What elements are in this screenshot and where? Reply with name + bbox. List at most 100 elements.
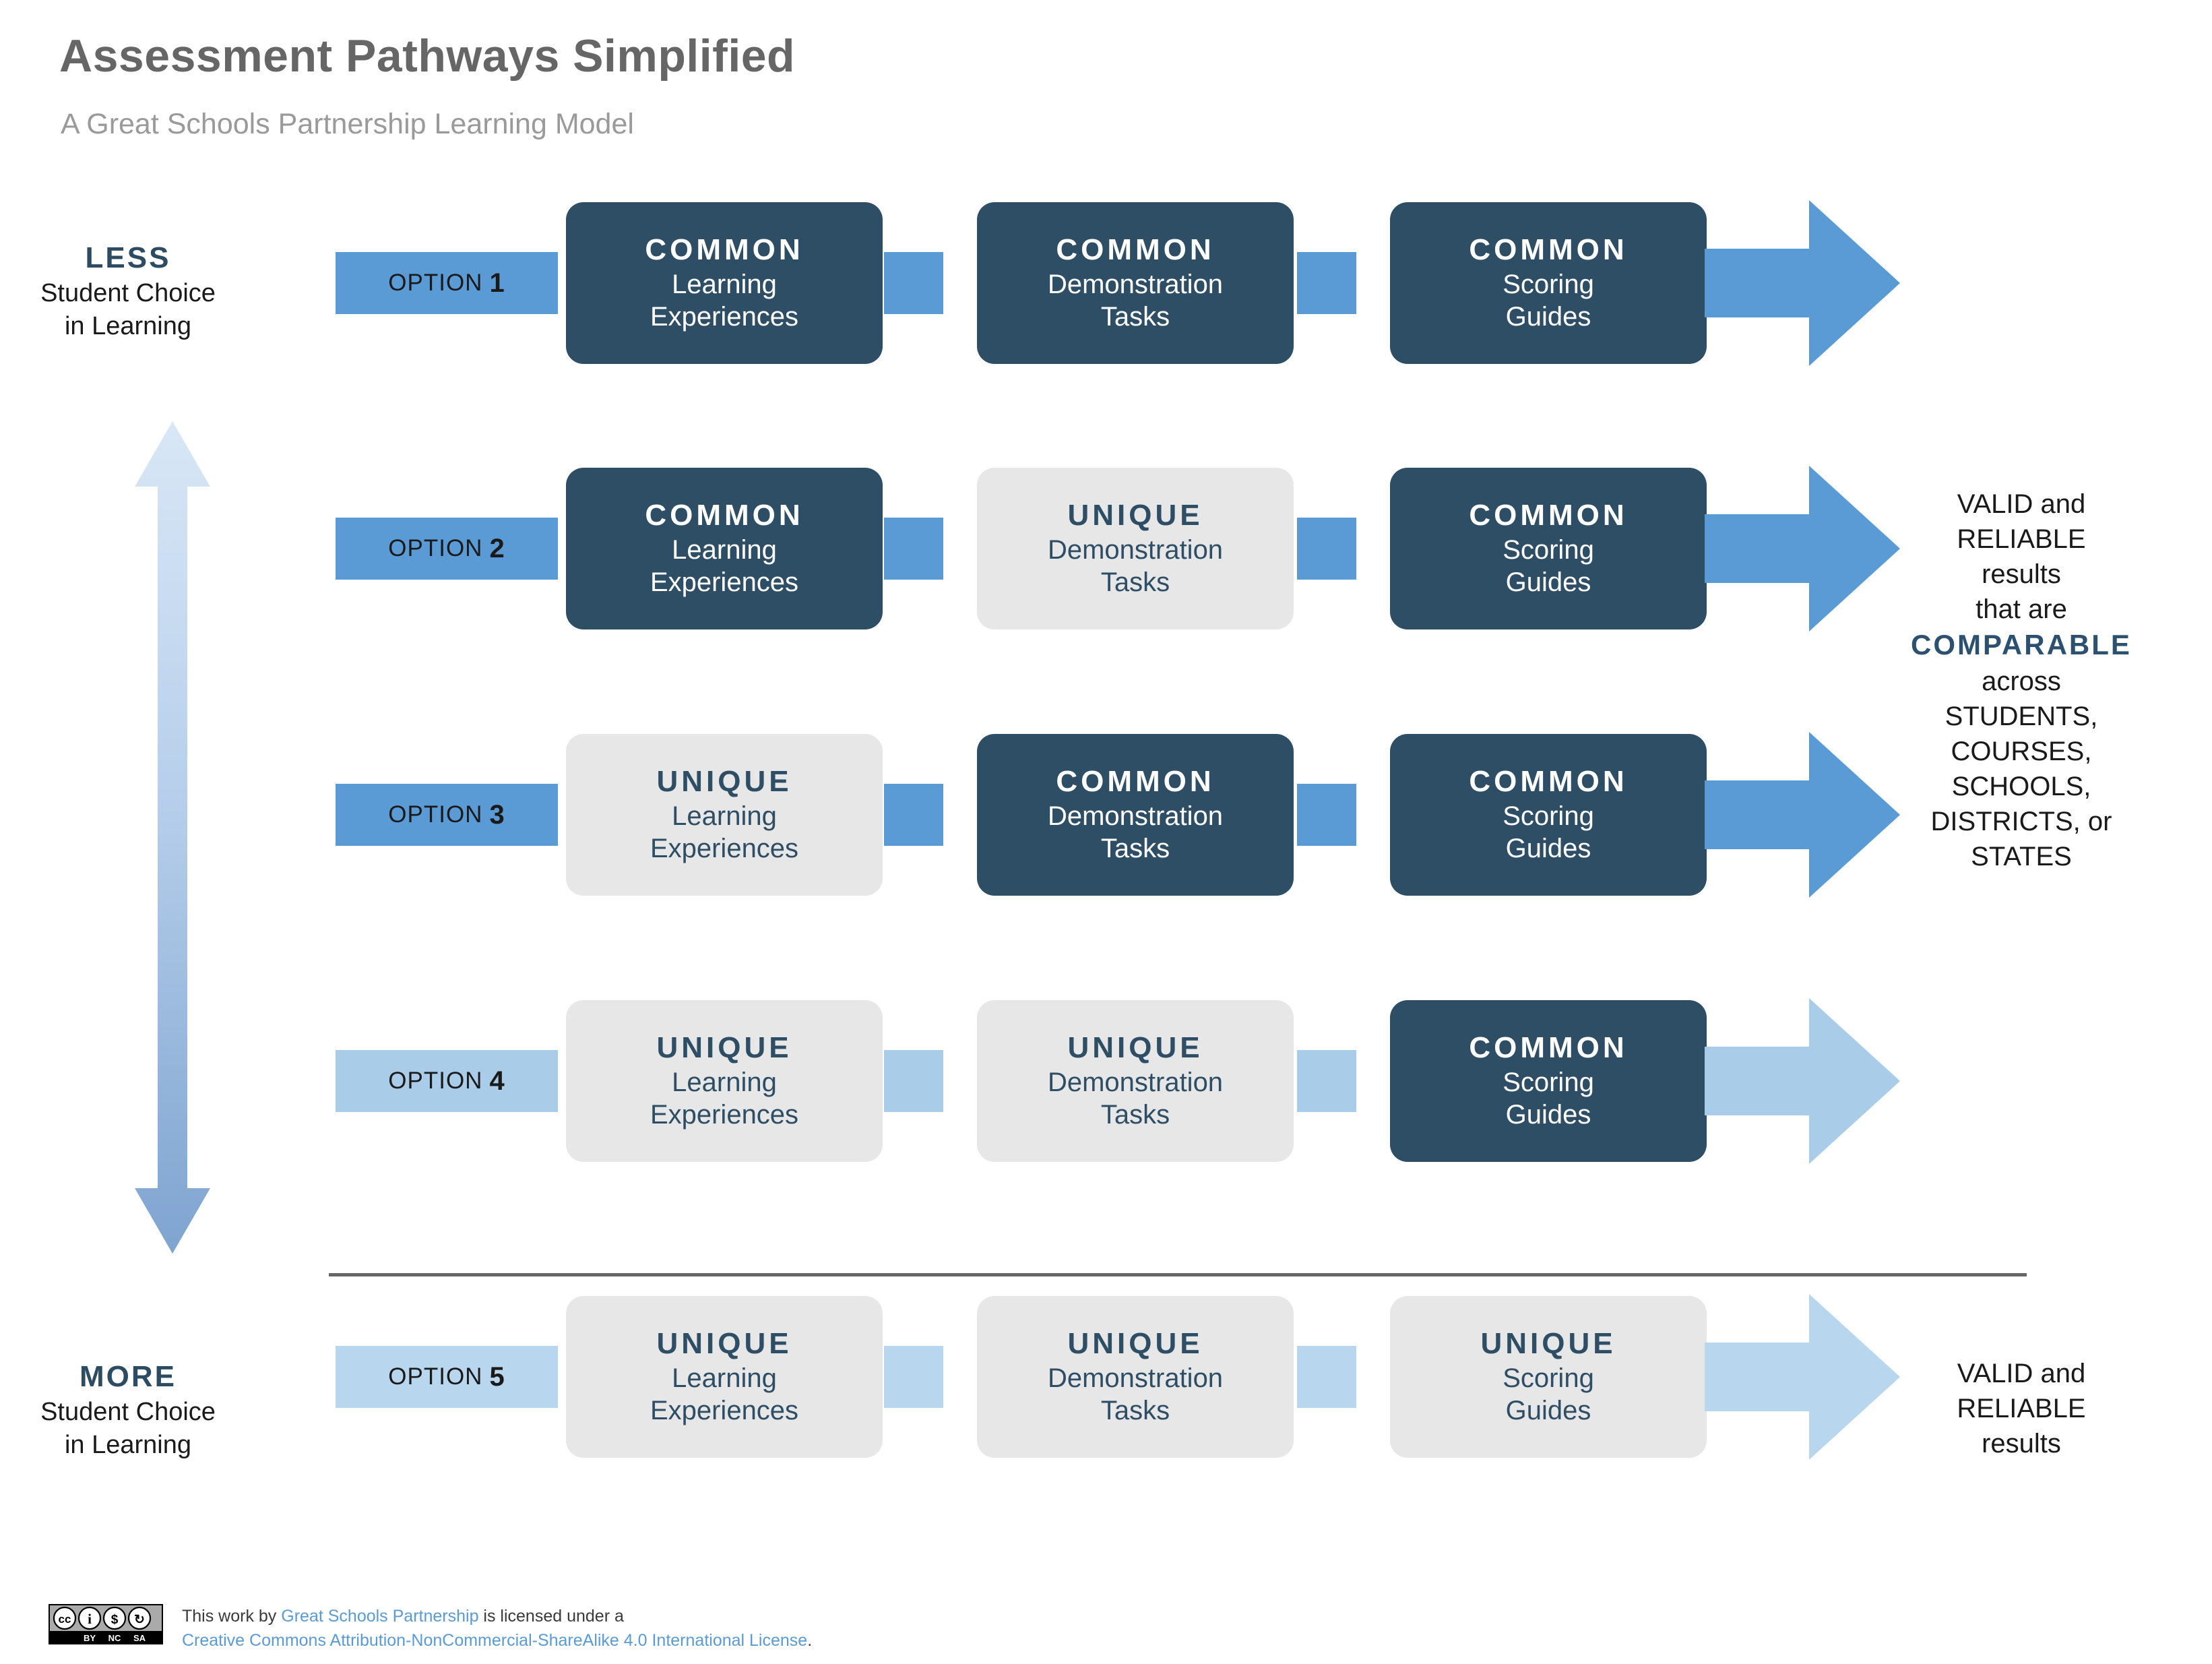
stage-box-4-2[interactable]: UNIQUE Demonstration Tasks: [977, 1000, 1294, 1162]
right-arrow-icon-row-3: [1705, 732, 1900, 898]
stage-desc-line1: Learning: [672, 1068, 777, 1098]
license-prefix: This work by: [182, 1607, 282, 1626]
stage-box-3-3[interactable]: COMMON Scoring Guides: [1390, 734, 1707, 896]
result-line-9: DISTRICTS, or: [1930, 806, 2112, 836]
stage-desc-line1: Demonstration: [1047, 1068, 1224, 1098]
license-org-link[interactable]: Great Schools Partnership: [281, 1607, 479, 1626]
connector-4-1: [884, 1050, 943, 1112]
option-tab-4-word: OPTION: [388, 1068, 483, 1094]
option-tab-5-word: OPTION: [388, 1363, 483, 1390]
stage-box-2-1[interactable]: COMMON Learning Experiences: [566, 468, 883, 629]
result-line-10: STATES: [1971, 841, 2072, 871]
stage-box-1-1[interactable]: COMMON Learning Experiences: [566, 202, 883, 364]
stage-kind: UNIQUE: [656, 1031, 792, 1065]
result-simple-line-1: VALID and: [1957, 1359, 2086, 1388]
stage-desc-line1: Demonstration: [1047, 270, 1224, 300]
axis-label-less: LESS Student Choice in Learning: [0, 239, 256, 343]
stage-desc-line1: Demonstration: [1047, 535, 1224, 565]
stage-desc-line1: Scoring: [1503, 801, 1594, 832]
stage-desc-line1: Scoring: [1503, 1068, 1594, 1098]
connector-3-1: [884, 784, 943, 846]
stage-kind: UNIQUE: [1480, 1327, 1616, 1361]
connector-2-1: [884, 518, 943, 580]
result-line-1: VALID and: [1957, 489, 2086, 519]
result-line-2: RELIABLE: [1957, 524, 2086, 554]
stage-desc-line2: Experiences: [650, 1395, 799, 1425]
license-period: .: [807, 1631, 813, 1651]
option-tab-2[interactable]: OPTION 2: [336, 518, 558, 580]
stage-box-4-3[interactable]: COMMON Scoring Guides: [1390, 1000, 1707, 1162]
connector-3-2: [1297, 784, 1356, 846]
section-divider: [329, 1273, 2027, 1276]
axis-more-line2: in Learning: [64, 1430, 192, 1459]
stage-desc-line2: Experiences: [650, 833, 799, 863]
stage-box-5-1[interactable]: UNIQUE Learning Experiences: [566, 1296, 883, 1458]
svg-text:NC: NC: [108, 1633, 121, 1643]
svg-text:$: $: [111, 1613, 119, 1627]
stage-box-2-2[interactable]: UNIQUE Demonstration Tasks: [977, 468, 1294, 629]
svg-text:↻: ↻: [134, 1613, 145, 1627]
svg-text:SA: SA: [133, 1633, 146, 1643]
stage-desc-line2: Tasks: [1100, 301, 1170, 332]
stage-box-1-3[interactable]: COMMON Scoring Guides: [1390, 202, 1707, 364]
connector-2-2: [1297, 518, 1356, 580]
axis-less-line2: in Learning: [64, 311, 192, 340]
stage-box-5-2[interactable]: UNIQUE Demonstration Tasks: [977, 1296, 1294, 1458]
option-tab-3-number: 3: [489, 799, 505, 830]
pathway-row-option-3: OPTION 3 UNIQUE Learning Experiences COM…: [0, 732, 2212, 898]
license-suffix: is licensed under a: [478, 1607, 624, 1626]
stage-kind: COMMON: [645, 233, 804, 267]
stage-kind: COMMON: [1469, 499, 1628, 532]
double-headed-vertical-arrow-icon: [135, 421, 210, 1254]
creative-commons-by-nc-sa-badge-icon[interactable]: cc i $ ↻ BY NC SA: [49, 1604, 163, 1644]
stage-kind: UNIQUE: [1067, 1327, 1203, 1361]
stage-box-1-2[interactable]: COMMON Demonstration Tasks: [977, 202, 1294, 364]
stage-desc-line2: Guides: [1505, 1099, 1591, 1130]
option-tab-3-word: OPTION: [388, 801, 483, 828]
stage-box-4-1[interactable]: UNIQUE Learning Experiences: [566, 1000, 883, 1162]
stage-desc-line1: Scoring: [1503, 270, 1594, 300]
right-arrow-icon-row-2: [1705, 466, 1900, 631]
page-title: Assessment Pathways Simplified: [59, 30, 796, 82]
stage-box-5-3[interactable]: UNIQUE Scoring Guides: [1390, 1296, 1707, 1458]
stage-box-3-2[interactable]: COMMON Demonstration Tasks: [977, 734, 1294, 896]
stage-box-2-3[interactable]: COMMON Scoring Guides: [1390, 468, 1707, 629]
stage-desc-line1: Learning: [672, 1363, 777, 1394]
license-line-1: This work by Great Schools Partnership i…: [182, 1604, 812, 1628]
stage-kind: UNIQUE: [1067, 1031, 1203, 1065]
license-link[interactable]: Creative Commons Attribution-NonCommerci…: [182, 1631, 808, 1651]
stage-kind: UNIQUE: [656, 1327, 792, 1361]
option-tab-1[interactable]: OPTION 1: [336, 252, 558, 314]
option-tab-5[interactable]: OPTION 5: [336, 1346, 558, 1408]
connector-5-2: [1297, 1346, 1356, 1408]
pathway-row-option-1: OPTION 1 COMMON Learning Experiences COM…: [0, 200, 2212, 366]
stage-desc-line1: Learning: [672, 801, 777, 832]
result-line-6: STUDENTS,: [1945, 701, 2098, 731]
result-line-3: results: [1982, 559, 2061, 589]
stage-desc-line1: Learning: [672, 270, 777, 300]
axis-less-line1: Student Choice: [40, 279, 216, 308]
option-tab-4-number: 4: [489, 1066, 505, 1096]
footer: cc i $ ↻ BY NC SA This work by Great Sch…: [49, 1604, 812, 1653]
stage-desc-line1: Demonstration: [1047, 801, 1224, 832]
stage-kind: COMMON: [1469, 233, 1628, 267]
right-arrow-icon-row-5: [1705, 1294, 1900, 1460]
option-tab-4[interactable]: OPTION 4: [336, 1050, 558, 1112]
stage-box-3-1[interactable]: UNIQUE Learning Experiences: [566, 734, 883, 896]
result-simple-line-2: RELIABLE: [1957, 1394, 2086, 1423]
stage-desc-line2: Guides: [1505, 301, 1591, 332]
result-text-comparable: VALID and RELIABLE results that are COMP…: [1833, 487, 2210, 874]
stage-desc-line2: Experiences: [650, 1099, 799, 1130]
result-line-5: across: [1982, 666, 2061, 696]
pathway-row-option-4: OPTION 4 UNIQUE Learning Experiences UNI…: [0, 998, 2212, 1164]
stage-kind: COMMON: [1056, 765, 1215, 799]
stage-desc-line1: Scoring: [1503, 1363, 1594, 1394]
stage-desc-line2: Tasks: [1100, 1395, 1170, 1425]
stage-desc-line2: Experiences: [650, 567, 799, 597]
connector-5-1: [884, 1346, 943, 1408]
stage-kind: COMMON: [645, 499, 804, 532]
option-tab-5-number: 5: [489, 1361, 505, 1392]
stage-desc-line2: Experiences: [650, 301, 799, 332]
stage-desc-line2: Guides: [1505, 833, 1591, 863]
option-tab-3[interactable]: OPTION 3: [336, 784, 558, 846]
